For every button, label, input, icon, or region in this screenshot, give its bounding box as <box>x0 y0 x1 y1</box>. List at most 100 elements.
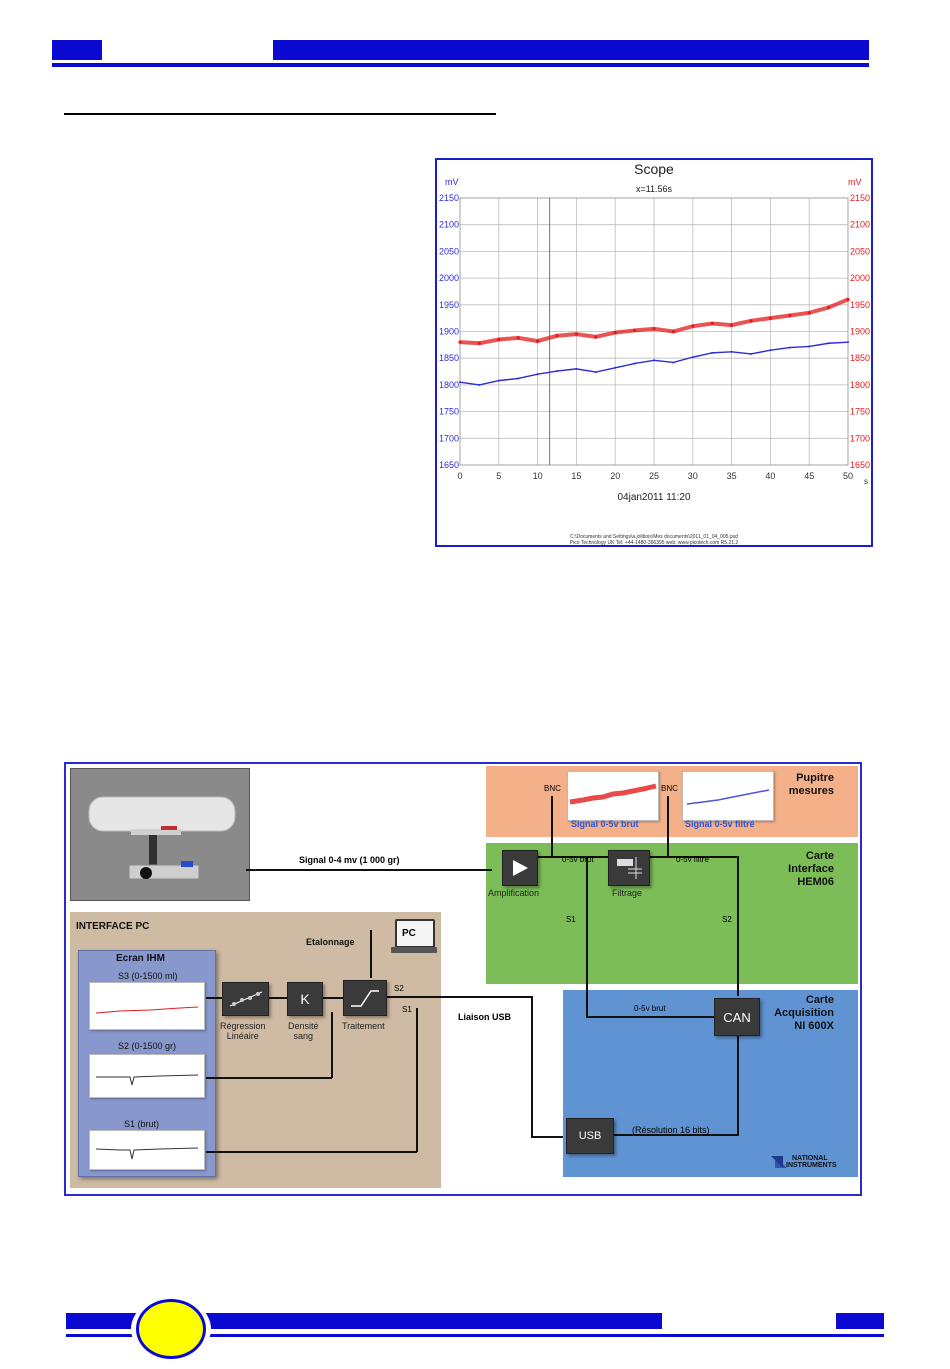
scope-series-point <box>556 370 558 373</box>
scope-series-point <box>497 337 501 342</box>
scope-y-tick-right: 1750 <box>850 407 870 417</box>
s2-wire-label: S2 <box>722 915 732 924</box>
pc-label: PC <box>402 928 416 939</box>
scope-series-point <box>594 371 597 374</box>
scope-x-tick: 40 <box>765 471 775 481</box>
scope-series-point <box>730 323 734 327</box>
amplification-label: Amplification <box>488 888 540 898</box>
scope-series-point <box>536 339 540 343</box>
scope-series-point <box>730 350 733 353</box>
scope-y-tick-right: 1800 <box>850 380 870 390</box>
system-diagram: Pupitre mesures BNC BNC Signal 0-5v brut… <box>64 762 862 1196</box>
scope-y-tick-right: 1950 <box>850 300 870 310</box>
scope-series-point <box>633 362 636 365</box>
thumb-signal-filtre <box>682 771 774 821</box>
scope-series-point <box>671 329 675 334</box>
wire-chain-1 <box>206 997 222 999</box>
scope-cursor-readout: x=11.56s <box>635 184 673 194</box>
pc-s1-label: S1 <box>402 1005 412 1014</box>
wire-can-down <box>737 1036 739 1136</box>
thumb-signal-brut <box>567 771 659 821</box>
scope-y-tick-right: 1700 <box>850 433 870 443</box>
s2-graph-label: S2 (0-1500 gr) <box>118 1041 177 1051</box>
carte-interface-panel <box>486 843 858 984</box>
traitement-label: Traitement <box>342 1021 385 1031</box>
brut-signal-label: 0-5v brut <box>562 855 594 864</box>
bnc-label-1: BNC <box>544 784 561 793</box>
carte-acquisition-title: Carte Acquisition NI 600X <box>774 994 834 1032</box>
scope-series-point <box>555 334 559 338</box>
scope-series-point <box>788 346 791 349</box>
scope-x-tick: 30 <box>688 471 698 481</box>
signal-filtre-label: Signal 0-5v filtré <box>685 819 755 829</box>
scope-series-point <box>653 359 655 362</box>
scope-x-unit: s <box>864 477 868 486</box>
filtrage-label: Filtrage <box>612 888 643 898</box>
pc-s2-label: S2 <box>394 984 404 993</box>
scope-series-point <box>711 351 714 354</box>
wire-chain-3 <box>321 997 343 999</box>
filtrage-block <box>608 850 650 886</box>
etalonnage-label: Etalonnage <box>306 937 355 947</box>
traitement-block <box>343 980 387 1016</box>
amplification-block <box>502 850 538 886</box>
bnc-label-2: BNC <box>661 784 678 793</box>
ni-logo-line2: INSTRUMENTS <box>786 1162 837 1169</box>
scope-y-tick-right: 2050 <box>850 246 870 256</box>
scope-series-point <box>807 311 811 315</box>
wire-brut-can <box>586 1016 714 1018</box>
wire-pc-s1-h <box>206 1151 417 1153</box>
scope-y-tick-left: 1900 <box>439 327 459 337</box>
wire-bnc2 <box>667 796 669 856</box>
wire-etalonnage <box>370 930 372 978</box>
wire-s2-v <box>331 1012 333 1078</box>
wire-filtre-out <box>648 856 738 858</box>
scope-y-tick-right: 2150 <box>850 193 870 203</box>
section-underline <box>64 113 496 115</box>
scope-unit-right: mV <box>848 177 862 187</box>
scope-series-point <box>847 341 849 344</box>
wire-bnc1 <box>551 796 553 856</box>
scope-x-tick: 15 <box>571 471 581 481</box>
scope-y-tick-left: 1750 <box>439 407 459 417</box>
scope-y-tick-right: 1650 <box>850 460 870 470</box>
scope-x-tick: 25 <box>649 471 659 481</box>
ni-logo-line1: NATIONAL <box>792 1155 828 1162</box>
scope-series-point <box>458 340 462 344</box>
signal-brut-label: Signal 0-5v brut <box>571 819 639 829</box>
scope-timestamp: 04jan2011 11:20 <box>617 492 691 503</box>
scope-x-tick: 10 <box>533 471 543 481</box>
scope-series-point <box>614 366 617 369</box>
scope-y-tick-right: 1900 <box>850 327 870 337</box>
interface-pc-title: INTERFACE PC <box>76 921 150 932</box>
wire-s2-h <box>206 1077 332 1079</box>
scope-series-point <box>691 356 694 359</box>
pupitre-panel <box>486 766 858 837</box>
scope-y-tick-right: 2000 <box>850 273 870 283</box>
scope-series-point <box>459 381 461 384</box>
footer-gap <box>662 1313 836 1329</box>
scope-y-tick-left: 1800 <box>439 380 459 390</box>
footer-rule <box>66 1334 884 1337</box>
scope-plot-border <box>459 197 849 466</box>
scope-title: Scope <box>634 161 674 177</box>
national-instruments-logo <box>771 1156 787 1168</box>
scope-series-point <box>478 383 481 386</box>
scope-y-tick-left: 1650 <box>439 460 459 470</box>
scope-series-point <box>710 321 714 326</box>
scope-y-tick-left: 2050 <box>439 246 459 256</box>
scope-y-tick-left: 1850 <box>439 353 459 363</box>
wire-chain-2 <box>267 997 287 999</box>
scope-y-tick-left: 2150 <box>439 193 459 203</box>
scope-series-point <box>613 330 617 335</box>
scope-series-point <box>769 349 772 352</box>
wire-usb-link-h <box>444 996 532 998</box>
scope-series-point <box>517 377 520 380</box>
scope-footer-path: C:\Documents and Settings\a.jolibois\Mes… <box>570 534 738 540</box>
scope-series-point <box>594 335 598 339</box>
s1-wire-label: S1 <box>566 915 576 924</box>
wire-pc-s2-h <box>372 996 444 998</box>
scope-y-tick-left: 1700 <box>439 433 459 443</box>
scope-series-point <box>691 324 695 328</box>
